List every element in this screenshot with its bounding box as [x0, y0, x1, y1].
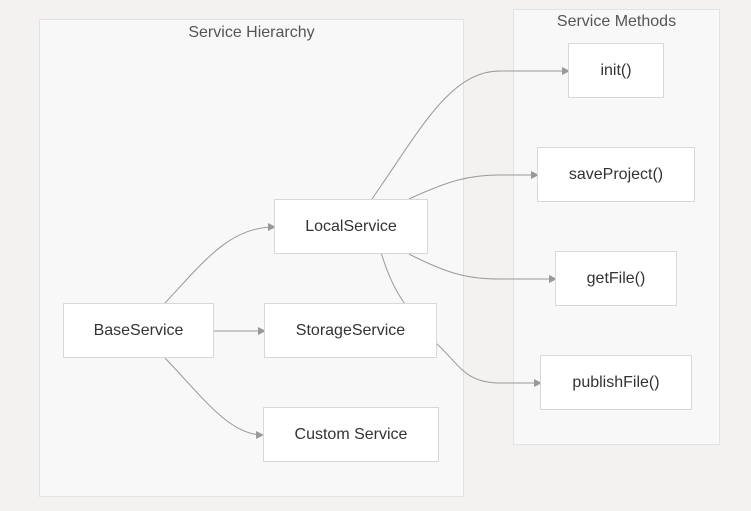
node-save-project-label: saveProject(): [568, 165, 664, 183]
node-base-service-label: BaseService: [93, 321, 184, 339]
edge-storage-to-getfile: [408, 253, 557, 283]
edge-storage-to-publishfile: [435, 342, 542, 387]
node-save-project[interactable]: saveProject(): [537, 147, 695, 202]
node-init-label: init(): [600, 61, 632, 79]
node-get-file-label: getFile(): [586, 269, 646, 287]
edge-local-to-saveproject: [408, 171, 539, 200]
node-local-service[interactable]: LocalService: [274, 199, 428, 254]
node-custom-service-label: Custom Service: [294, 425, 408, 443]
node-custom-service[interactable]: Custom Service: [263, 407, 439, 462]
service-hierarchy-title: Service Hierarchy: [188, 24, 315, 41]
node-init[interactable]: init(): [568, 43, 664, 98]
service-hierarchy-cluster: Service Hierarchy: [39, 19, 464, 497]
node-get-file[interactable]: getFile(): [555, 251, 677, 306]
edge-base-to-custom: [164, 357, 264, 439]
edge-storage-to-init: [371, 67, 570, 305]
node-base-service[interactable]: BaseService: [63, 303, 214, 358]
node-storage-service[interactable]: StorageService: [264, 303, 437, 358]
node-publish-file[interactable]: publishFile(): [540, 355, 692, 410]
node-storage-service-label: StorageService: [295, 321, 406, 339]
node-publish-file-label: publishFile(): [572, 373, 660, 391]
node-local-service-label: LocalService: [305, 217, 397, 235]
edge-base-to-local: [164, 223, 276, 304]
service-methods-title: Service Methods: [556, 13, 677, 30]
